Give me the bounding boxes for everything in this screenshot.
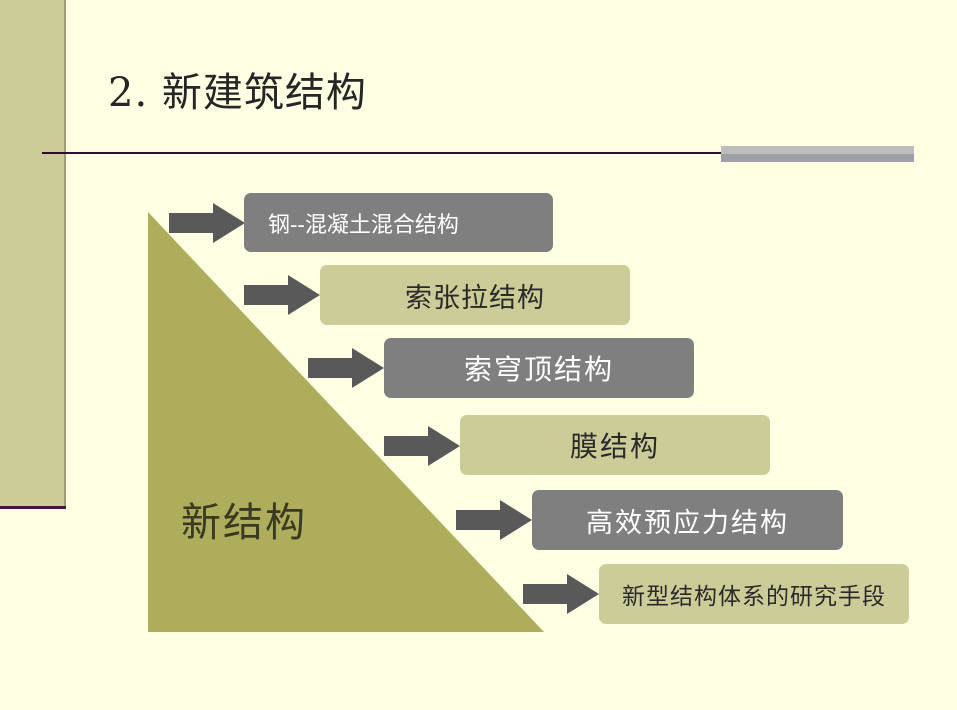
arrow-right-icon: [523, 574, 599, 614]
title-rule-accent: [721, 146, 914, 162]
arrow-right-icon: [308, 348, 384, 388]
item-box-cable-tension: 索张拉结构: [320, 265, 630, 325]
item-box-prestressed: 高效预应力结构: [532, 490, 843, 550]
item-box-cable-dome: 索穹顶结构: [384, 338, 694, 398]
triangle-shape: [148, 212, 544, 632]
arrow-right-icon: [384, 426, 460, 466]
sidebar-underline: [0, 506, 66, 509]
item-label: 高效预应力结构: [586, 507, 789, 539]
arrow-right-icon: [456, 500, 532, 540]
item-box-membrane: 膜结构: [460, 415, 770, 475]
item-label: 钢--混凝土混合结构: [268, 212, 459, 238]
item-box-steel-concrete: 钢--混凝土混合结构: [244, 193, 553, 252]
item-box-research-methods: 新型结构体系的研究手段: [599, 564, 909, 624]
item-label: 新型结构体系的研究手段: [622, 584, 886, 610]
left-sidebar-bar: [0, 0, 66, 507]
item-label: 索穹顶结构: [463, 353, 614, 386]
title-rule: [42, 152, 914, 154]
item-label: 膜结构: [569, 430, 660, 463]
arrow-right-icon: [169, 203, 245, 243]
arrow-right-icon: [244, 275, 320, 315]
slide-title: 2. 新建筑结构: [108, 70, 367, 116]
item-label: 索张拉结构: [405, 282, 545, 314]
triangle-label: 新结构: [181, 500, 307, 546]
